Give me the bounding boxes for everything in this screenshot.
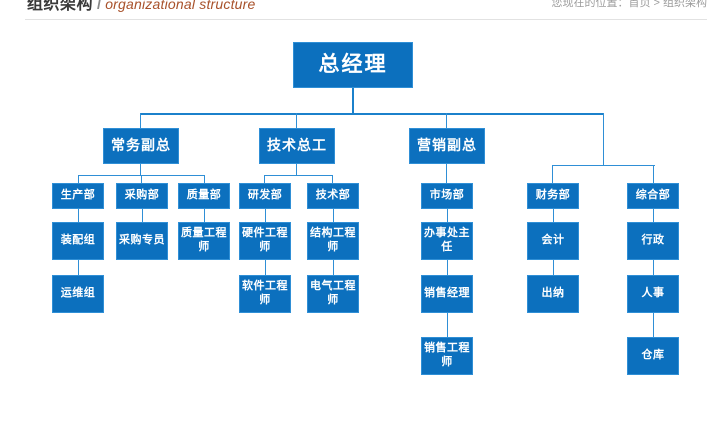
connector-caiwu-to-kuaiji <box>553 209 554 222</box>
node-zongjingli[interactable]: 总经理 <box>293 42 413 88</box>
connector-right-bus-to-caiwu <box>552 165 553 183</box>
connector-changwu-to-shengchan <box>78 175 79 183</box>
page-title: 组织架构/organizational structure <box>27 0 256 16</box>
connector-caigou-to-zhuanyuan <box>142 209 143 222</box>
connector-jishubu-to-jiegou <box>333 209 334 222</box>
node-caigou-zhuanyuan[interactable]: 采购专员 <box>116 222 168 260</box>
connector-root-bus <box>140 113 604 115</box>
connector-zonghe-to-xingzheng <box>653 209 654 222</box>
node-zhiliangbu[interactable]: 质量部 <box>178 183 230 209</box>
node-label: 质量部 <box>186 189 222 202</box>
node-renshi[interactable]: 人事 <box>627 275 679 313</box>
node-label: 技术部 <box>315 189 351 202</box>
node-label: 会计 <box>541 234 565 247</box>
org-chart-canvas: 常务副总 技术总工 营销副总 总经理 生产部 采购部 <box>0 22 707 439</box>
node-kuaiji[interactable]: 会计 <box>527 222 579 260</box>
node-label: 硬件工程师 <box>242 227 288 253</box>
connector-jishu-to-jishubu <box>332 175 333 183</box>
node-label: 采购专员 <box>119 234 165 247</box>
page-title-cn: 组织架构 <box>27 0 94 13</box>
connector-jishu-stem <box>296 164 297 175</box>
node-label: 生产部 <box>60 189 96 202</box>
page-header: 组织架构/organizational structure 您现在的位置：首页 … <box>0 0 707 22</box>
node-label: 电气工程师 <box>310 280 356 306</box>
node-label: 销售经理 <box>424 287 470 300</box>
node-ruanjian-gongchengshi[interactable]: 软件工程师 <box>239 275 291 313</box>
node-yingjian-gongchengshi[interactable]: 硬件工程师 <box>239 222 291 260</box>
node-caiwubu[interactable]: 财务部 <box>527 183 579 209</box>
node-jiegou-gongchengshi[interactable]: 结构工程师 <box>307 222 359 260</box>
node-label: 财务部 <box>535 189 571 202</box>
node-dianqi-gongchengshi[interactable]: 电气工程师 <box>307 275 359 313</box>
node-label: 销售工程师 <box>424 342 470 368</box>
node-label: 出纳 <box>541 287 565 300</box>
node-zhiliang-gongchengshi[interactable]: 质量工程师 <box>178 222 230 260</box>
node-label: 综合部 <box>635 189 671 202</box>
breadcrumb-text: 您现在的位置：首页 > 组织架构 <box>551 0 707 9</box>
node-label: 运维组 <box>60 287 96 300</box>
connector-changwu-to-zhiliang <box>204 175 205 183</box>
node-label: 行政 <box>641 234 665 247</box>
node-label: 办事处主任 <box>424 227 470 253</box>
node-label: 装配组 <box>60 234 96 247</box>
connector-yingxiao-to-shichang <box>446 164 447 183</box>
connector-right-bus-to-zonghe <box>653 165 654 183</box>
connector-zhiliang-to-gongchengshi <box>204 209 205 222</box>
breadcrumb[interactable]: 您现在的位置：首页 > 组织架构 <box>551 0 707 10</box>
node-changwu-fuzong[interactable]: 常务副总 <box>103 128 179 164</box>
connector-banshichu-to-xiaoshoujingli <box>447 260 448 275</box>
connector-changwu-stem <box>140 164 141 175</box>
node-zonghebu[interactable]: 综合部 <box>627 183 679 209</box>
connector-right-bus <box>552 165 655 166</box>
node-label: 市场部 <box>429 189 465 202</box>
connector-bus-to-changwu <box>140 113 141 128</box>
node-label: 质量工程师 <box>181 227 227 253</box>
node-label: 软件工程师 <box>242 280 288 306</box>
node-jishubu[interactable]: 技术部 <box>307 183 359 209</box>
node-label: 结构工程师 <box>310 227 356 253</box>
header-divider <box>25 19 707 20</box>
node-xingzheng[interactable]: 行政 <box>627 222 679 260</box>
connector-bus-to-right-branch <box>603 113 604 165</box>
connector-yingjian-to-ruanjian <box>265 260 266 275</box>
node-shichangbu[interactable]: 市场部 <box>421 183 473 209</box>
node-label: 常务副总 <box>111 137 171 154</box>
connector-shichang-to-banshichu <box>447 209 448 222</box>
node-shengchanbu[interactable]: 生产部 <box>52 183 104 209</box>
node-cangku[interactable]: 仓库 <box>627 337 679 375</box>
node-yanfabu[interactable]: 研发部 <box>239 183 291 209</box>
connector-root-stem <box>352 88 354 113</box>
node-chuna[interactable]: 出纳 <box>527 275 579 313</box>
connector-yanfa-to-yingjian <box>265 209 266 222</box>
connector-bus-to-jishu <box>296 113 297 128</box>
connector-jishu-bus <box>264 175 333 176</box>
node-label: 采购部 <box>124 189 160 202</box>
node-xiaoshou-gongchengshi[interactable]: 销售工程师 <box>421 337 473 375</box>
node-jishu-zonggong[interactable]: 技术总工 <box>259 128 335 164</box>
node-label: 仓库 <box>641 349 665 362</box>
node-yunweizu[interactable]: 运维组 <box>52 275 104 313</box>
node-label: 人事 <box>641 287 665 300</box>
node-yingxiao-fuzong[interactable]: 营销副总 <box>409 128 485 164</box>
node-banshichu-zhuren[interactable]: 办事处主任 <box>421 222 473 260</box>
connector-jiegou-to-dianqi <box>333 260 334 275</box>
title-separator: / <box>97 0 102 13</box>
page-title-en: organizational structure <box>105 0 256 12</box>
connector-bus-to-yingxiao <box>446 113 447 128</box>
connector-shengchan-to-zhuangpei <box>78 209 79 222</box>
node-label: 总经理 <box>318 52 388 76</box>
connector-xingzheng-to-renshi <box>653 260 654 275</box>
connector-renshi-to-cangku <box>653 313 654 337</box>
node-xiaoshou-jingli[interactable]: 销售经理 <box>421 275 473 313</box>
connector-jishu-to-yanfa <box>264 175 265 183</box>
connector-xiaoshoujingli-to-xiaoshougongchengshi <box>447 313 448 337</box>
node-zhuangpeizu[interactable]: 装配组 <box>52 222 104 260</box>
node-label: 研发部 <box>247 189 283 202</box>
connector-zhuangpei-to-yunwei <box>78 260 79 275</box>
connector-changwu-to-caigou <box>141 175 142 183</box>
node-caigoubu[interactable]: 采购部 <box>116 183 168 209</box>
node-label: 技术总工 <box>267 137 327 154</box>
connector-kuaiji-to-chuna <box>553 260 554 275</box>
node-label: 营销副总 <box>417 137 477 154</box>
